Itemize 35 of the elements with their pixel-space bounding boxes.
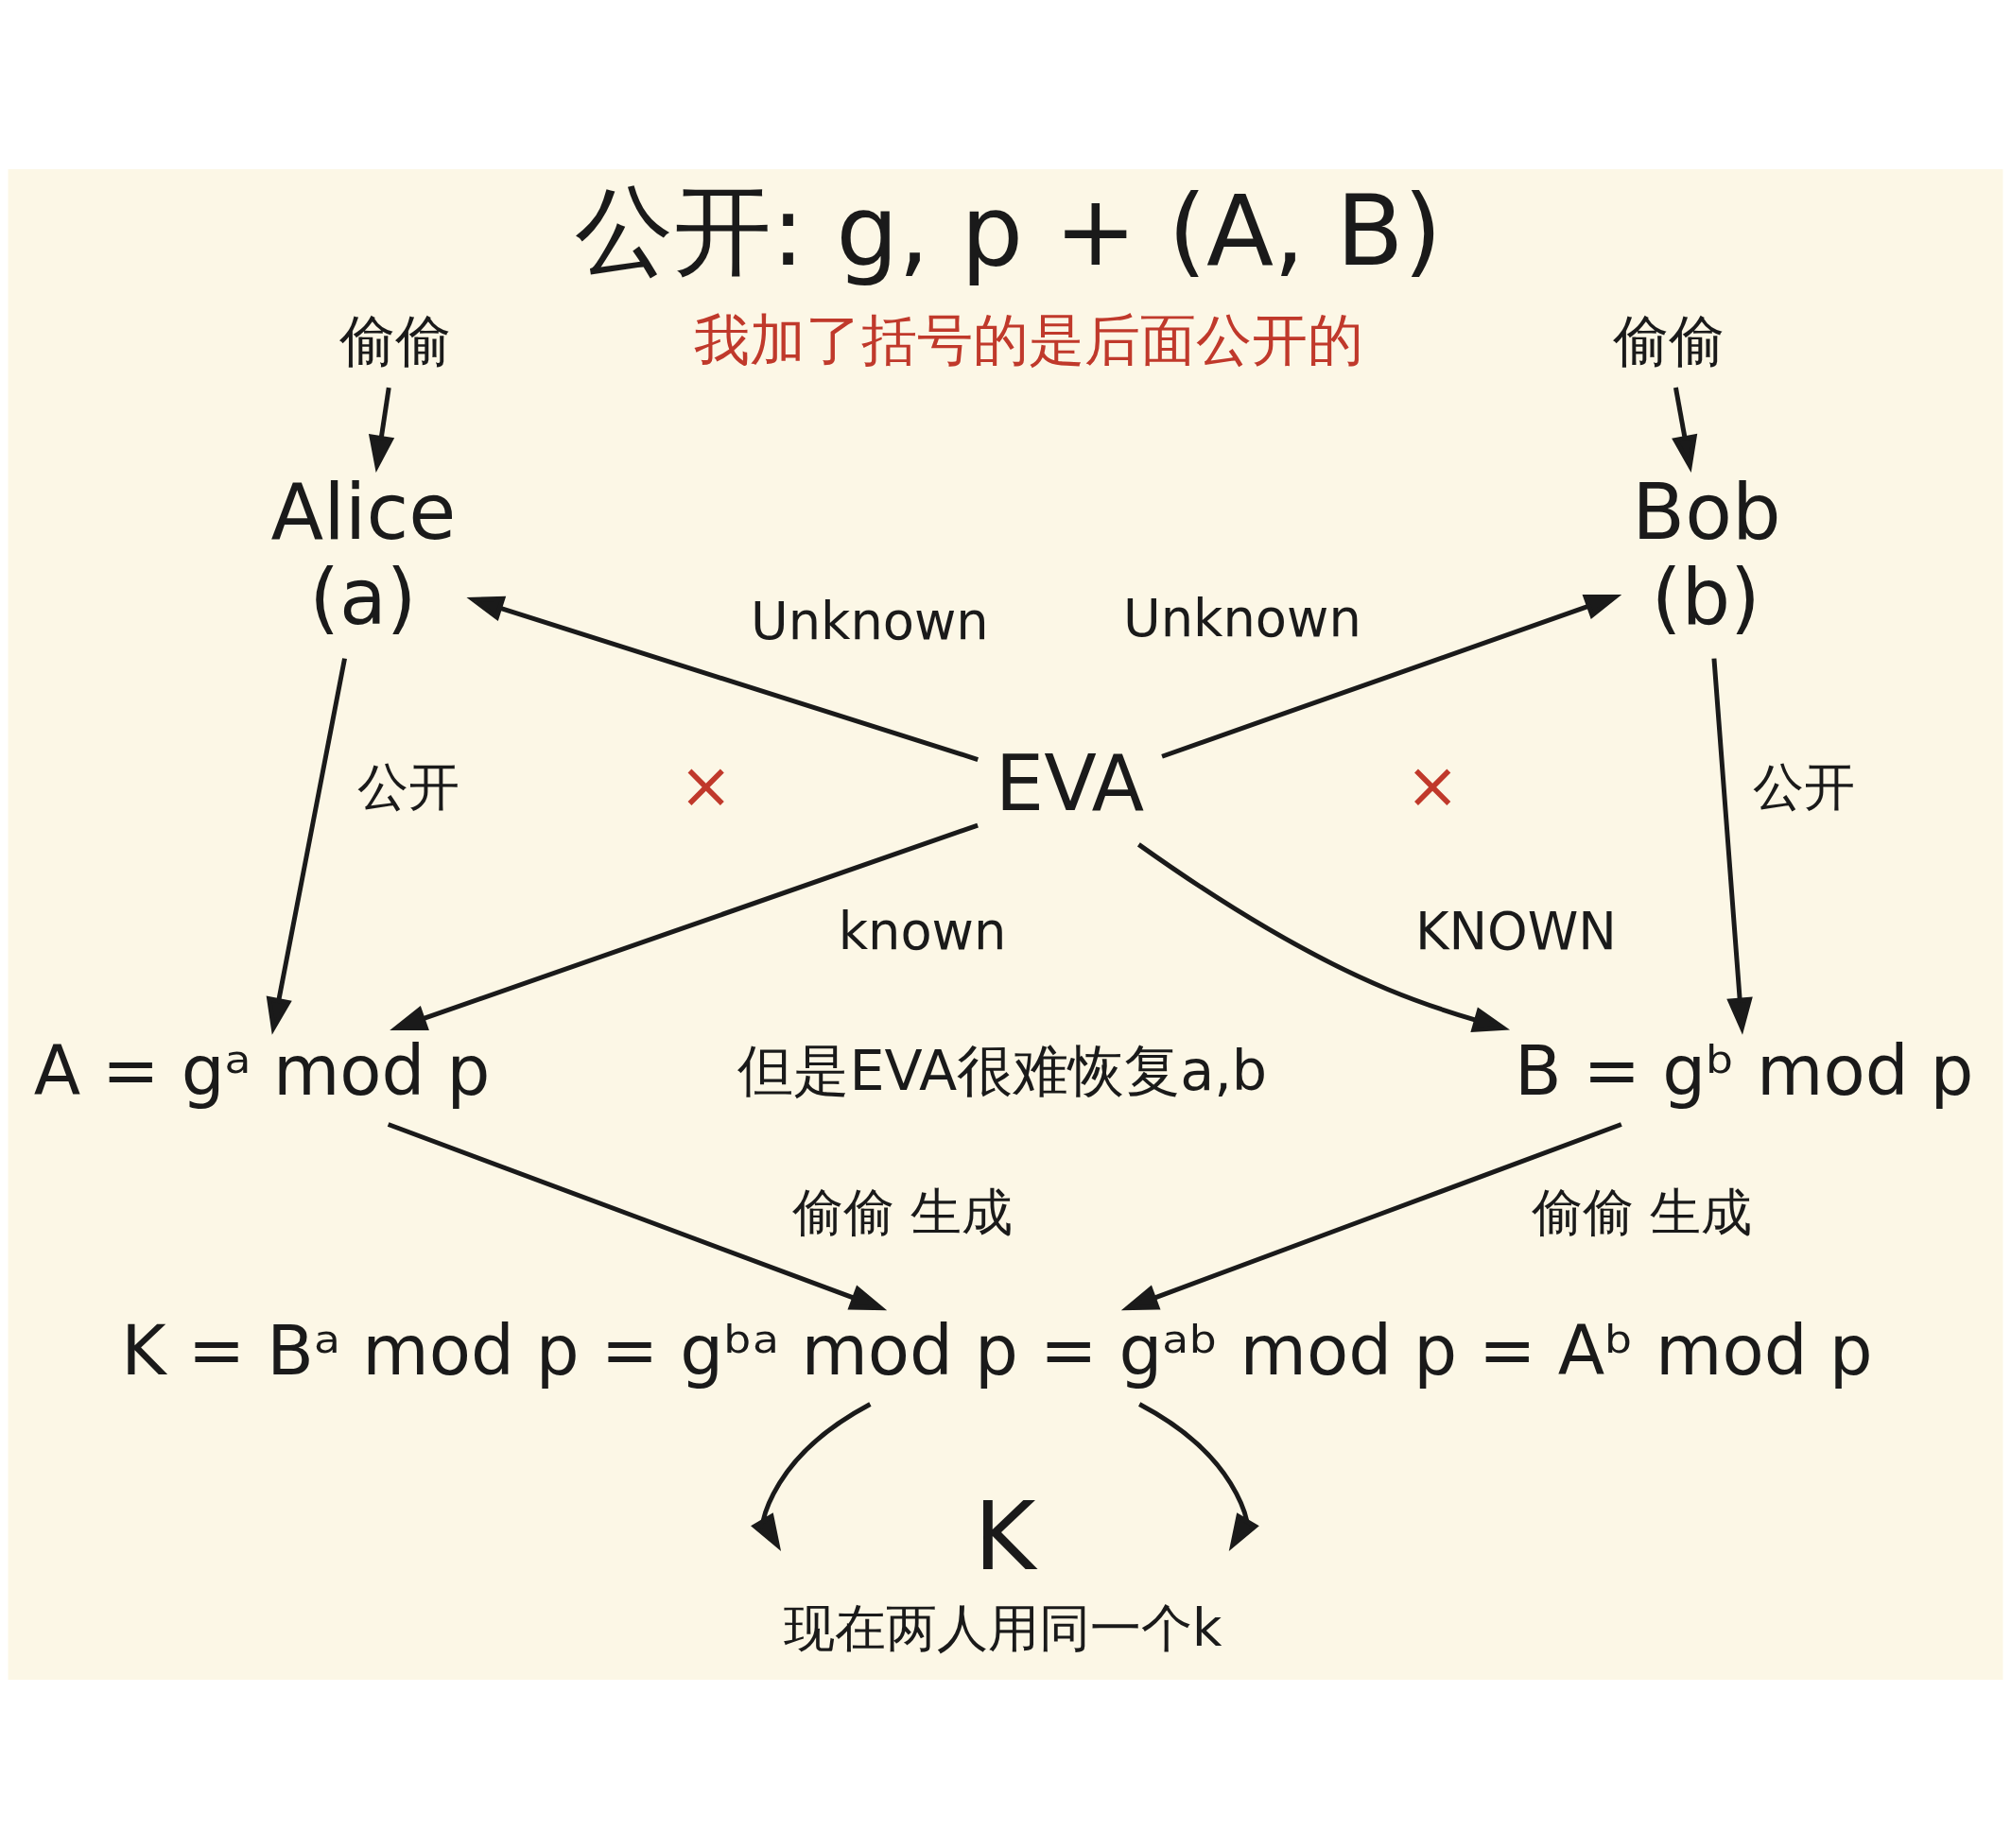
arrow	[1161, 594, 1622, 759]
edge-label: 偷偷 生成	[1532, 1182, 1753, 1242]
arrow	[751, 1401, 872, 1551]
node-text: K	[974, 1481, 1036, 1591]
arrow	[387, 1121, 888, 1310]
node-label: 现在两人用同一个k	[784, 1598, 1222, 1658]
node-text: EVA	[995, 737, 1145, 828]
arrow	[1137, 1401, 1259, 1551]
arrow	[390, 822, 979, 1030]
arrow	[368, 387, 395, 473]
edge-label: Unknown	[750, 591, 989, 651]
node-text: A = gᵃ mod p	[33, 1030, 491, 1111]
arrow	[466, 596, 979, 762]
arrow	[1672, 387, 1698, 473]
label: 我加了括号的是后面公开的	[694, 306, 1364, 372]
label: 但是EVA很难恢复a,b	[737, 1037, 1268, 1103]
node-text: K = Bᵃ mod p = gᵇᵃ mod p = gᵃᵇ mod p = Aᵇ mod p	[121, 1310, 1873, 1390]
edge-label: 公开	[357, 756, 460, 817]
edge-label: known	[838, 901, 1007, 961]
edge-label: KNOWN	[1414, 901, 1617, 961]
arrow	[1711, 657, 1753, 1035]
node-text: B = gᵇ mod p	[1515, 1030, 1974, 1111]
edge-label: Unknown	[1123, 588, 1361, 648]
diagram-title: 公开: g, p + (A, B)	[575, 172, 1443, 288]
arrow	[266, 657, 347, 1035]
node-text: 偷偷	[1612, 307, 1725, 373]
node-text: Bob (b)	[1632, 466, 1781, 642]
node-text: Alice (a)	[270, 466, 457, 642]
node-text: 偷偷	[338, 307, 451, 373]
edge-label: 偷偷 生成	[792, 1182, 1014, 1242]
arrow	[1136, 841, 1511, 1032]
edge-label: 公开	[1753, 756, 1856, 817]
label: ×	[679, 747, 734, 822]
label: ×	[1405, 747, 1460, 822]
arrow	[1120, 1121, 1622, 1310]
